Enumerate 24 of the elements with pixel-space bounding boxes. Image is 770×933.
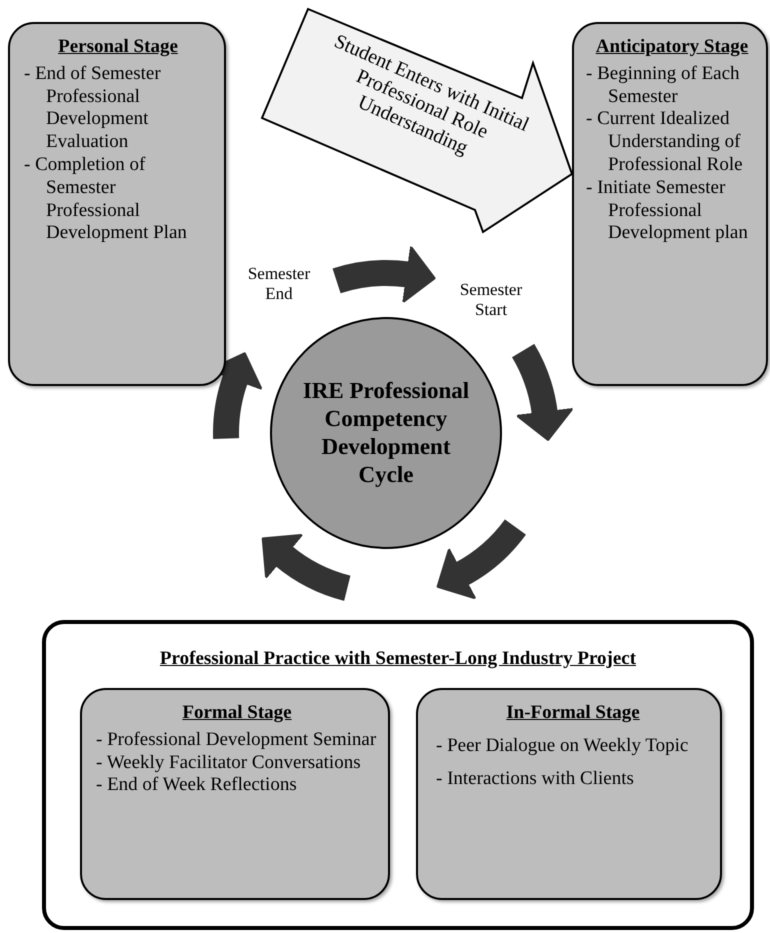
stage-marker-label: Semester Start bbox=[458, 280, 524, 320]
stage-marker-label: Semester End bbox=[246, 264, 312, 304]
bullet-item: - Peer Dialogue on Weekly Topic bbox=[436, 734, 690, 758]
stage-box bbox=[8, 22, 226, 386]
stage-heading: Personal Stage bbox=[57, 36, 179, 59]
stage-heading: In-Formal Stage bbox=[505, 702, 641, 725]
bullet-item: - Initiate Semester Professional Development plan bbox=[586, 176, 749, 246]
bullet-item: - Beginning of Each Semester bbox=[586, 62, 741, 108]
stage-box bbox=[416, 688, 722, 900]
bullet-item: - End of Semester Professional Development Evaluation bbox=[24, 62, 162, 154]
block-arrow bbox=[260, 8, 574, 234]
circle-title: IRE Professional Competency Development Cycle bbox=[302, 376, 470, 490]
stage-heading: Formal Stage bbox=[181, 702, 293, 725]
bullet-item: - Professional Development Seminar bbox=[96, 728, 378, 752]
stage-box bbox=[572, 22, 768, 386]
stage-heading: Anticipatory Stage bbox=[594, 36, 750, 59]
frame-heading: Professional Practice with Semester-Long Industry Project bbox=[158, 648, 638, 671]
bullet-item: - End of Week Reflections bbox=[96, 774, 298, 798]
stage-box bbox=[80, 688, 390, 900]
bullet-item: - Weekly Facilitator Conversations bbox=[96, 752, 362, 774]
bullet-item: - Completion of Semester Professional Development Plan bbox=[24, 154, 188, 246]
bullet-item: - Current Idealized Understanding of Professional Role bbox=[586, 108, 744, 177]
outer-frame bbox=[42, 620, 754, 930]
bullet-item: - Interactions with Clients bbox=[436, 768, 635, 790]
